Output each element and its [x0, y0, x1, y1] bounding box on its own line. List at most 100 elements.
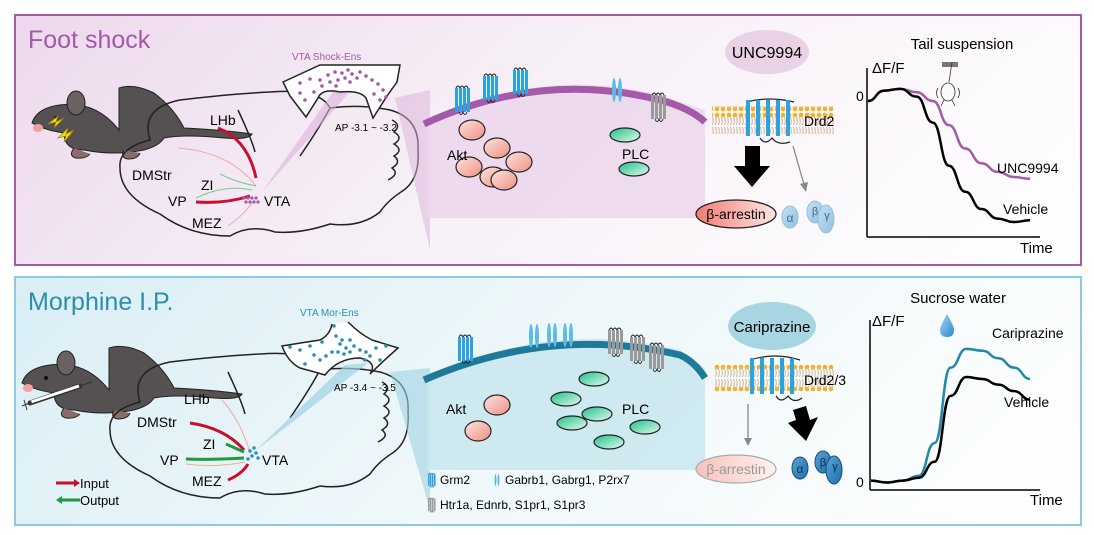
region-zi: ZI — [203, 436, 215, 452]
ensemble-dot — [340, 338, 344, 342]
g-alpha-icon — [791, 456, 809, 480]
series-line-vehicle — [867, 87, 1031, 224]
ensemble-dot — [336, 350, 340, 354]
ensemble-dot — [303, 362, 307, 366]
ensemble-dot — [342, 352, 346, 356]
plc-molecule — [556, 415, 588, 431]
ensemble-dot — [378, 358, 382, 362]
lightning-bolt-icon — [47, 114, 75, 143]
akt-molecule — [483, 137, 511, 159]
ensemble-dot — [308, 344, 312, 348]
region-zi: ZI — [201, 177, 213, 193]
akt-molecule — [455, 156, 483, 178]
g-alpha-label: α — [787, 211, 794, 225]
ensemble-dot — [384, 95, 388, 99]
region-mez: MEZ — [192, 473, 222, 489]
legend-gray-receptors: Htr1a, Ednrb, S1pr1, S1pr3 — [440, 498, 586, 512]
panel-title: Morphine I.P. — [28, 288, 174, 316]
ensemble-dots — [298, 68, 388, 102]
ensemble-dot — [374, 346, 378, 350]
ensemble-dot — [346, 68, 350, 72]
strong-arrow-icon — [734, 146, 770, 187]
region-vta: VTA — [262, 452, 289, 468]
plc-molecule — [618, 161, 650, 177]
series-line-cariprazine — [870, 347, 1031, 484]
ensemble-dot — [378, 98, 382, 102]
g-gamma-icon — [817, 204, 835, 234]
akt-molecule — [464, 420, 492, 442]
series-label-cariprazine: Cariprazine — [992, 325, 1064, 341]
ensemble-dot — [312, 90, 316, 94]
foot-shock-art: LHb DMStr ZI VP MEZ VTA VTA Shock-Ens AP… — [31, 30, 1059, 257]
g-gamma-icon — [825, 455, 843, 485]
strong-arrow-icon — [788, 406, 818, 441]
ensemble-dot — [298, 91, 302, 95]
plc-molecule — [550, 391, 582, 407]
ensemble-dot — [334, 334, 338, 338]
ensemble-dot — [328, 80, 332, 84]
ensemble-dot — [318, 358, 322, 362]
gpcr-blue-icon — [457, 334, 474, 364]
ensemble-dot — [320, 84, 324, 88]
ensemble-dot — [348, 80, 352, 84]
legend-input: Input — [80, 476, 109, 491]
legend-grm2: Grm2 — [440, 473, 470, 487]
ensemble-dot — [298, 348, 302, 352]
gray-gpcr-icon — [427, 497, 436, 513]
cell-membrane — [422, 340, 708, 384]
legend-output: Output — [80, 493, 119, 508]
plc-molecule — [609, 127, 641, 143]
weak-arrow-icon — [744, 438, 752, 446]
ensemble-dot — [340, 71, 344, 75]
chart-x-label: Time — [1030, 492, 1063, 509]
drug-ellipse — [728, 302, 816, 350]
series-label-vehicle: Vehicle — [1003, 201, 1048, 217]
ensemble-dot — [364, 350, 368, 354]
g-beta-label: β — [812, 206, 818, 218]
plc-molecule — [581, 406, 613, 422]
g-beta-label: β — [820, 457, 826, 469]
ensemble-dot — [312, 353, 316, 357]
water-drop-icon — [940, 314, 954, 337]
ensemble-dot — [384, 344, 388, 348]
region-dmstr: DMStr — [137, 414, 177, 430]
ensemble-dots — [288, 324, 388, 366]
ensemble-dot — [324, 354, 328, 358]
ensemble-dot — [358, 348, 362, 352]
plc-molecule — [629, 419, 661, 435]
ensemble-dot — [320, 340, 324, 344]
akt-molecule — [505, 151, 533, 173]
plc-group — [550, 371, 661, 450]
g-gamma-label: γ — [832, 461, 838, 473]
drug-ellipse — [725, 30, 809, 74]
vta-slice — [280, 321, 400, 376]
ensemble-dot — [318, 78, 322, 82]
plc-molecule — [578, 371, 610, 387]
ensemble-dot — [348, 338, 352, 342]
ensemble-label: VTA Mor-Ens — [300, 308, 359, 319]
drug-label: Cariprazine — [734, 319, 811, 336]
morphine-art: LHb DMStr ZI VP MEZ VTA Input Output VTA… — [21, 290, 1064, 513]
plc-label: PLC — [622, 401, 649, 417]
plc-label: PLC — [622, 146, 649, 162]
plc-molecule — [593, 434, 625, 450]
weak-arrow-icon — [800, 182, 808, 192]
receptor-label: Drd2 — [804, 113, 835, 129]
chart-x-label: Time — [1020, 240, 1053, 257]
ensemble-dot — [370, 78, 374, 82]
region-vp: VP — [168, 193, 187, 209]
akt-group — [455, 119, 533, 191]
ensemble-dot — [326, 73, 330, 77]
legend-channels: Gabrb1, Gabrg1, P2rx7 — [505, 473, 630, 487]
drug-label: UNC9994 — [732, 45, 802, 62]
blue-channel-icon — [494, 474, 500, 486]
chart-y-label: ΔF/F — [872, 313, 905, 330]
ap-label: AP -3.4 ~ -3.5 — [334, 383, 396, 394]
chart-zero-tick: 0 — [856, 88, 864, 104]
ensemble-dot — [381, 88, 385, 92]
chart-zero-tick: 0 — [856, 474, 864, 490]
tail-suspension-mouse-icon — [936, 61, 960, 107]
region-vp: VP — [160, 452, 179, 468]
ensemble-dot — [344, 346, 348, 350]
